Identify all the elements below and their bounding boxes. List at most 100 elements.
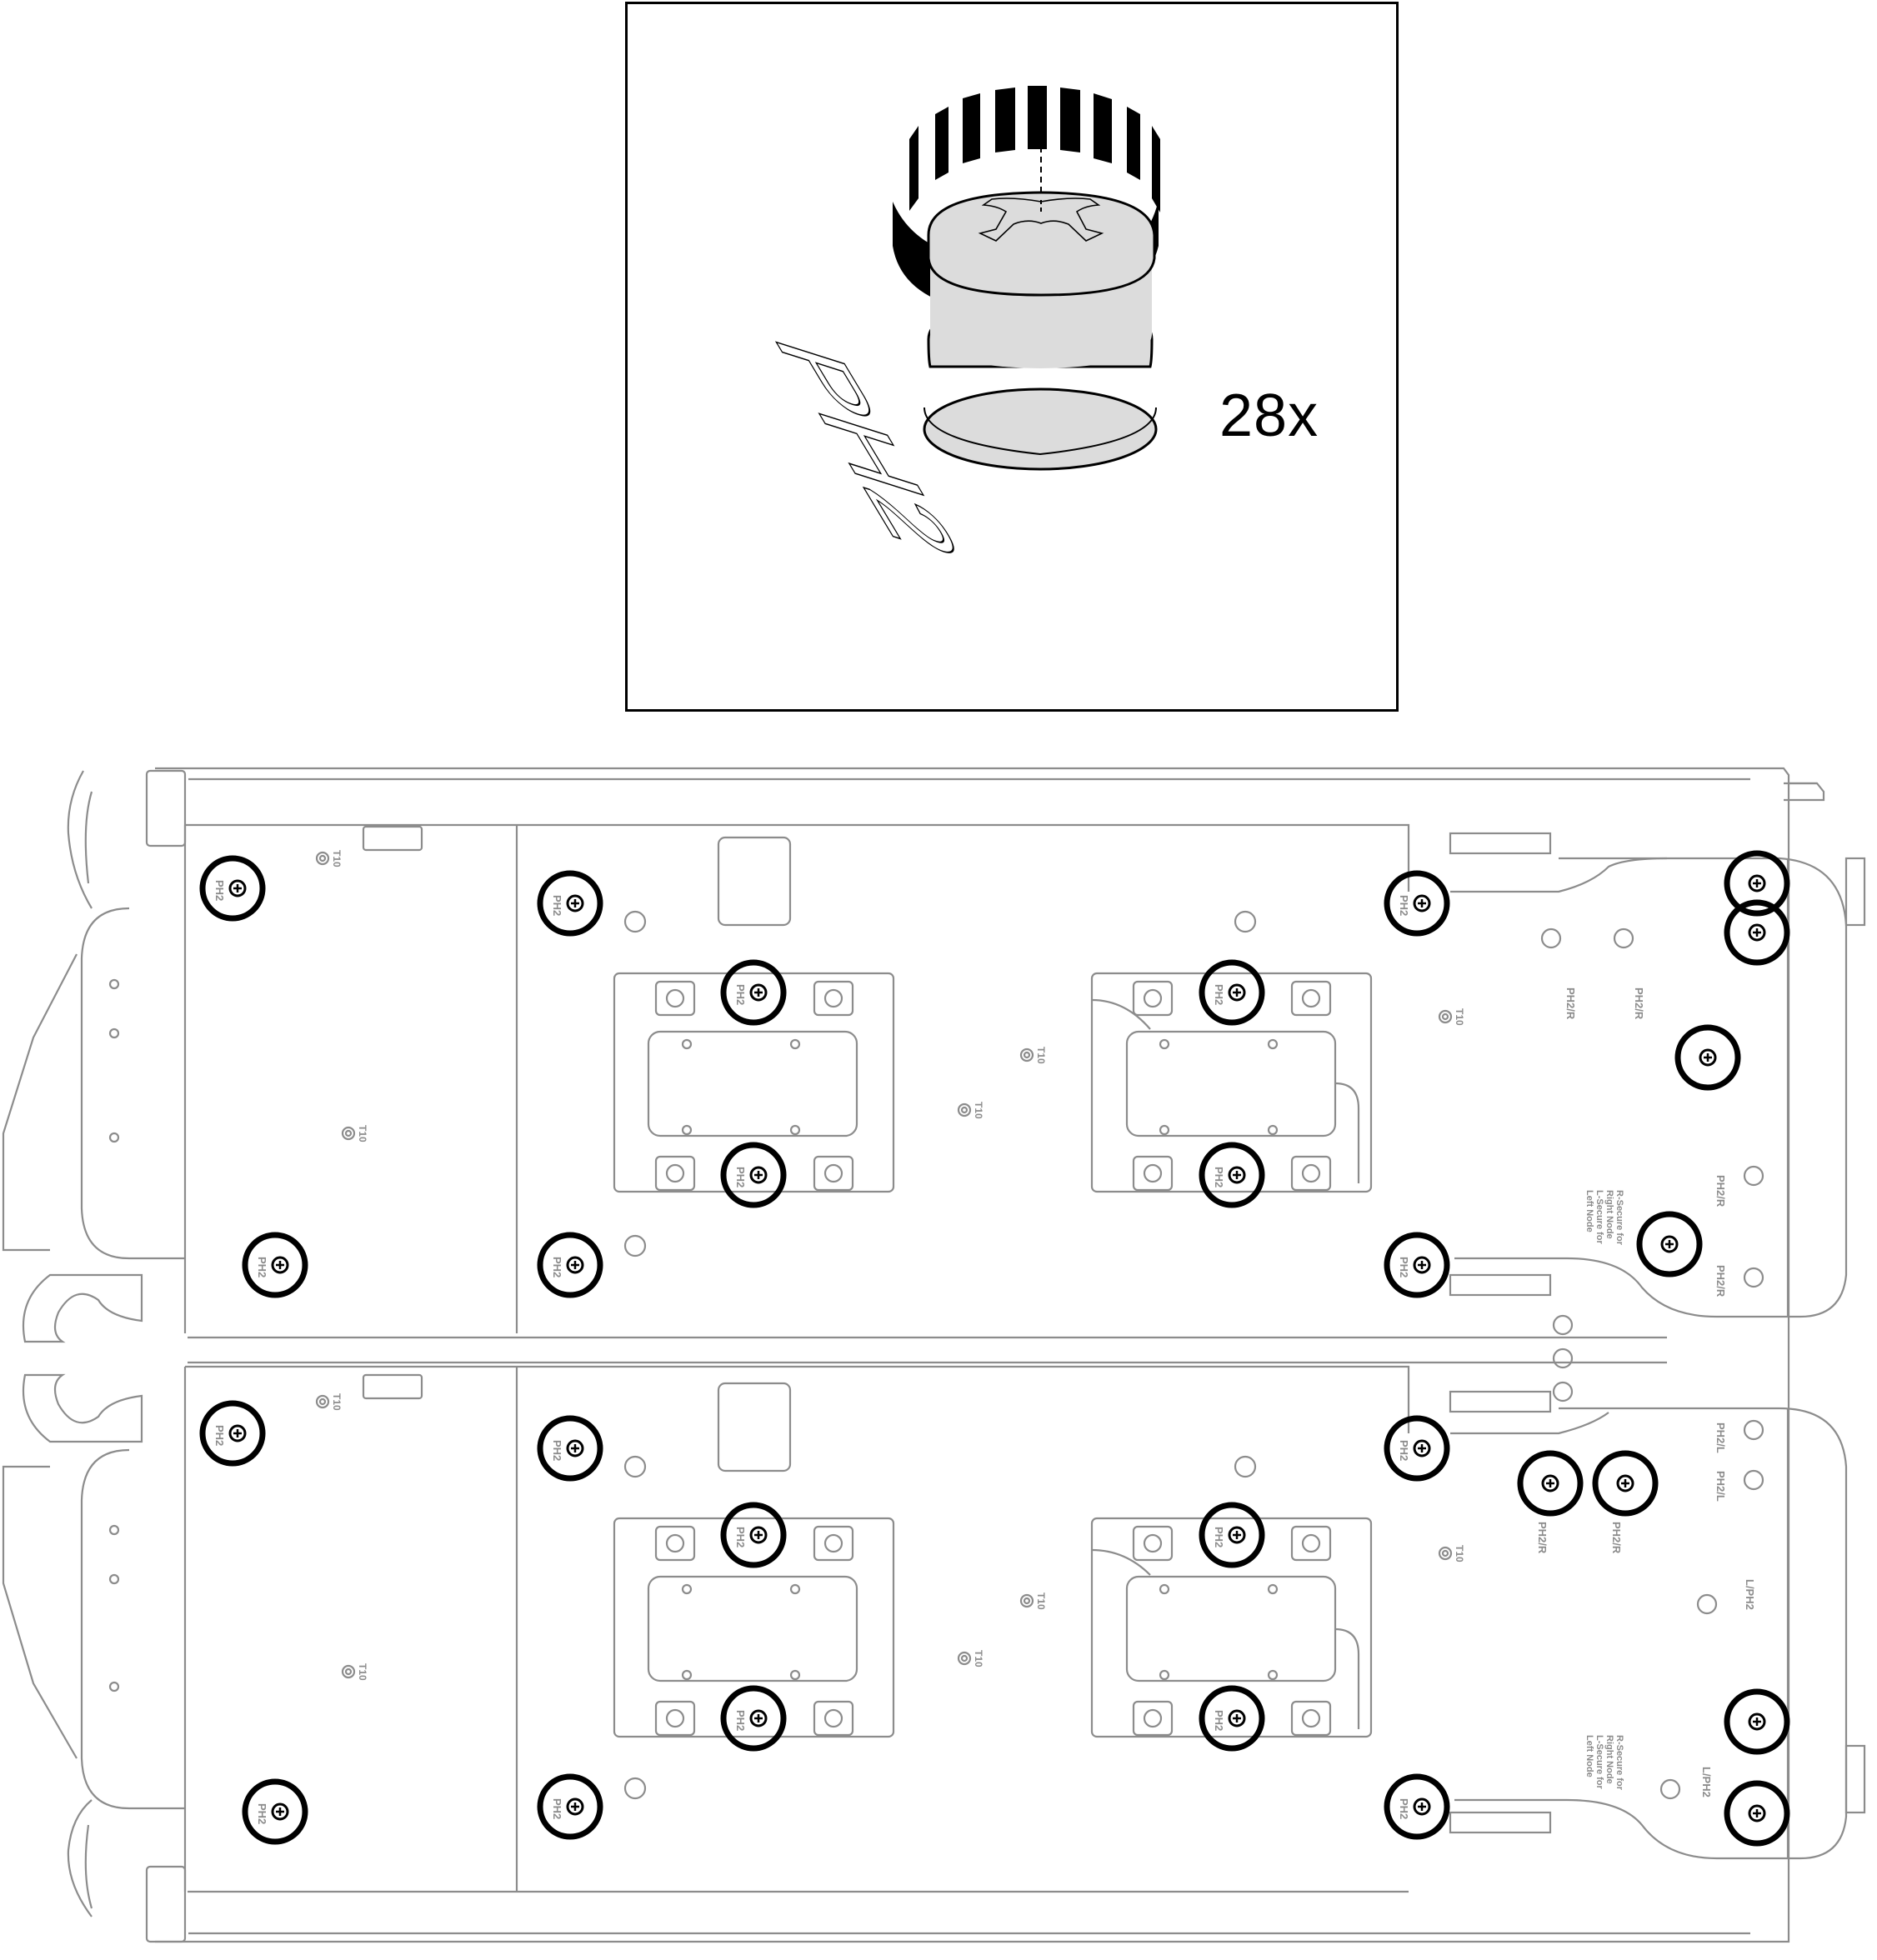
screw-silk-label: PH2: [1213, 984, 1225, 1005]
screw-silk-label: PH2: [1398, 895, 1410, 916]
screw-callout[interactable]: PH2: [1384, 870, 1450, 937]
screw-cross-icon: [1546, 1479, 1554, 1488]
screw-callout[interactable]: [1724, 899, 1790, 966]
svg-text:Left Node: Left Node: [1584, 1190, 1594, 1232]
screw-callout[interactable]: PH2: [1199, 1685, 1265, 1752]
screw-silk-label: PH2: [1398, 1257, 1410, 1278]
callout-ring: [242, 1778, 308, 1845]
bracket-block: [654, 1700, 696, 1737]
screw-cross-icon: [571, 1261, 579, 1269]
svg-text:PH2/R: PH2/R: [1633, 988, 1645, 1020]
callout-ring: [537, 1415, 603, 1482]
screw-callout[interactable]: PH2: [1384, 1415, 1450, 1482]
screw-callout[interactable]: PH2: [720, 1502, 787, 1568]
t10-label: T10: [331, 850, 343, 868]
callout-ring: [1674, 1024, 1741, 1091]
torx-screw-icon: [1301, 1708, 1321, 1728]
callout-ring: [720, 1502, 787, 1568]
torx-screw-icon: [823, 1163, 843, 1183]
screw-callout[interactable]: PH2: [537, 1773, 603, 1840]
screw-cross-icon: [754, 1714, 763, 1722]
standoff-icon: [1267, 1038, 1279, 1050]
bracket-block: [1132, 1525, 1174, 1562]
callout-ring: [1384, 1773, 1450, 1840]
t10-label: T10: [1454, 1545, 1465, 1562]
screw-cross-icon: [1753, 879, 1761, 888]
screw-callout[interactable]: PH2: [1199, 1142, 1265, 1208]
screw-callout[interactable]: PH2: [720, 1142, 787, 1208]
screw-cross-icon: [1233, 1531, 1241, 1539]
callout-ring: [537, 1773, 603, 1840]
screw-callout[interactable]: PH2: [242, 1778, 308, 1845]
torx-screw-icon: [1301, 1533, 1321, 1553]
screw-cross-icon: [233, 1429, 242, 1438]
bracket-block: [654, 1155, 696, 1192]
screw-silk-label: PH2: [734, 984, 747, 1005]
screw-cross-icon: [1418, 899, 1426, 908]
t10-label: T10: [357, 1663, 368, 1681]
bracket-block: [813, 1525, 854, 1562]
callout-ring: [199, 855, 266, 922]
screw-callout[interactable]: PH2: [1384, 1232, 1450, 1298]
screw-silk-label: PH2: [734, 1710, 747, 1731]
callout-ring: [537, 1232, 603, 1298]
callout-ring: [720, 1142, 787, 1208]
screw-callout[interactable]: PH2: [720, 1685, 787, 1752]
torx-screw-icon: [665, 1163, 685, 1183]
compute-tray-drawing: PH2/R PH2/R PH2/R PH2/R PH2/L PH2/L PH2/…: [2, 767, 1866, 1943]
torx-screw-icon: [665, 988, 685, 1008]
standoff-icon: [681, 1583, 693, 1595]
screw-callout[interactable]: PH2: [1199, 959, 1265, 1026]
screw-callout[interactable]: PH2: [1199, 1502, 1265, 1568]
screw-silk-label: PH2: [1398, 1798, 1410, 1819]
standoff-icon: [681, 1038, 693, 1050]
callout-ring: [1199, 959, 1265, 1026]
screw-callout[interactable]: [1592, 1450, 1659, 1517]
torx-screw-icon: [1143, 988, 1163, 1008]
screw-cross-icon: [754, 1531, 763, 1539]
screw-callout[interactable]: PH2: [537, 870, 603, 937]
t10-label: T10: [1035, 1592, 1047, 1610]
screw-cross-icon: [1418, 1444, 1426, 1452]
screw-callout[interactable]: [1724, 1688, 1790, 1755]
svg-text:Left Node: Left Node: [1584, 1735, 1594, 1778]
screw-cross-icon: [571, 1444, 579, 1452]
cpu-bracket-screws: [654, 980, 1332, 1737]
screw-callout[interactable]: PH2: [242, 1232, 308, 1298]
bracket-block: [813, 1155, 854, 1192]
svg-text:Right Node: Right Node: [1604, 1735, 1614, 1784]
t10-label: T10: [357, 1125, 368, 1142]
callout-ring: [1724, 850, 1790, 917]
torx-screw-icon: [1301, 988, 1321, 1008]
screw-callout[interactable]: PH2: [537, 1415, 603, 1482]
screw-callout[interactable]: [1724, 850, 1790, 917]
screw-callout[interactable]: PH2: [537, 1232, 603, 1298]
standoff-icon: [789, 1669, 801, 1681]
screw-callout[interactable]: [1724, 1780, 1790, 1847]
screw-callout[interactable]: [1674, 1024, 1741, 1091]
bracket-block: [654, 1525, 696, 1562]
bracket-block: [1132, 1155, 1174, 1192]
standoff-icon: [1159, 1038, 1170, 1050]
screw-callout[interactable]: [1517, 1450, 1584, 1517]
bracket-block: [654, 980, 696, 1017]
screw-silk-label: PH2: [256, 1803, 268, 1824]
t10-label: T10: [973, 1650, 984, 1668]
svg-text:PH2/L: PH2/L: [1714, 1471, 1727, 1502]
screw-silk-label: PH2: [551, 1257, 563, 1278]
callout-ring: [1199, 1685, 1265, 1752]
screw-cross-icon: [1621, 1479, 1629, 1488]
screw-callout[interactable]: PH2: [199, 1400, 266, 1467]
screw-silk-label: PH2: [551, 1798, 563, 1819]
screw-callout[interactable]: [1636, 1211, 1703, 1278]
screw-callout[interactable]: PH2: [199, 855, 266, 922]
bracket-block: [1132, 1700, 1174, 1737]
bracket-block: [1290, 1700, 1332, 1737]
screw-callout[interactable]: PH2: [1384, 1773, 1450, 1840]
svg-text:PH2/R: PH2/R: [1536, 1522, 1549, 1554]
screw-cross-icon: [754, 988, 763, 997]
phillips-screw-icon: [923, 191, 1158, 471]
screw-cross-icon: [276, 1261, 284, 1269]
screw-callout[interactable]: PH2: [720, 959, 787, 1026]
tray-outline: [2, 767, 1866, 1943]
